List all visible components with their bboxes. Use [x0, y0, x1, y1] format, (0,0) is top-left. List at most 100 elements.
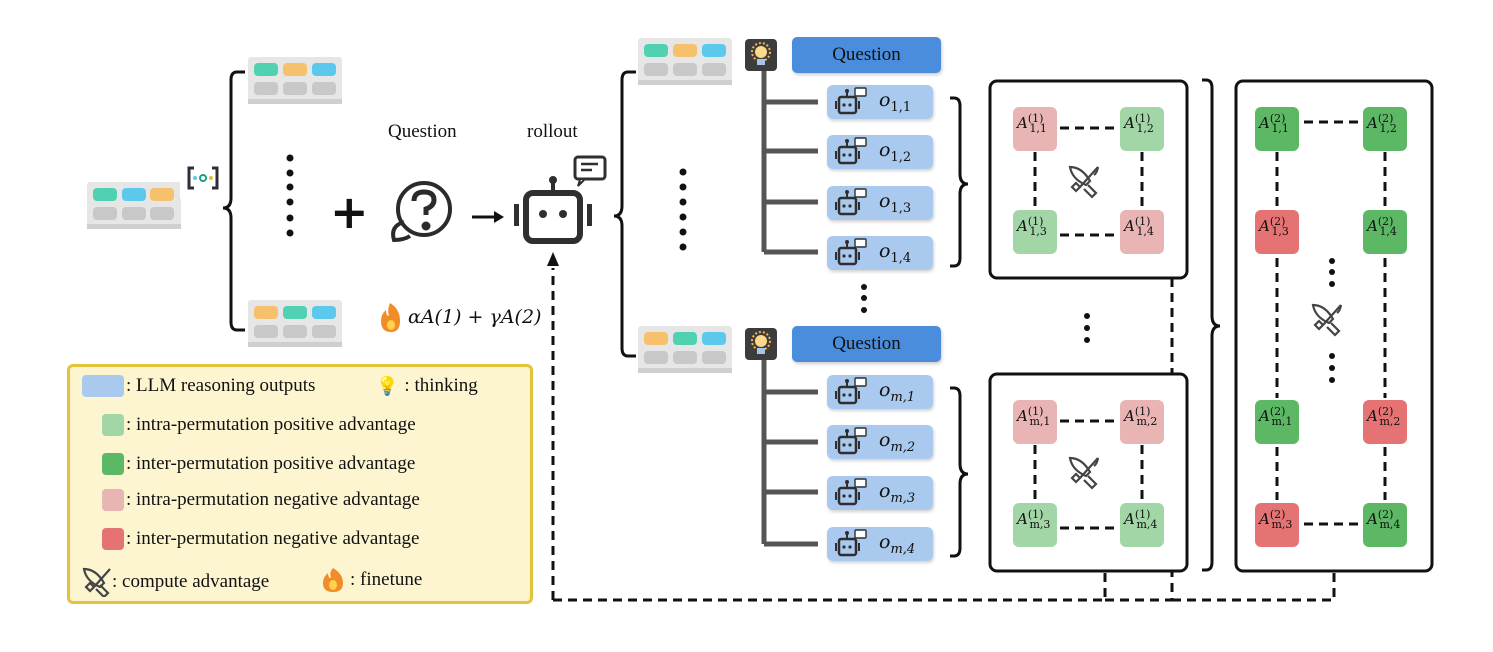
intra-advantage-tile: A(1)1,3 — [1013, 210, 1057, 254]
question-bubble-icon — [391, 181, 452, 243]
intra-advantage-tile: A(1)m,2 — [1120, 400, 1164, 444]
advantage-label: A(2)1,2 — [1367, 112, 1397, 135]
robot-icon — [514, 155, 607, 244]
ellipsis-dots-left — [286, 154, 294, 237]
advantage-label: A(2)m,4 — [1367, 508, 1401, 531]
permutation-brace — [222, 70, 245, 332]
groupm-permutation-block — [638, 326, 732, 373]
robot-icon — [835, 478, 867, 506]
robot-icon — [835, 529, 867, 557]
llm-output-box: om,2 — [827, 425, 933, 459]
robot-icon — [835, 427, 867, 455]
rollout-label: rollout — [527, 121, 578, 142]
inter-advantage-tile: A(2)m,1 — [1255, 400, 1299, 444]
inter-advantage-tile: A(2)1,3 — [1255, 210, 1299, 254]
robot-icon — [835, 87, 867, 115]
advantage-label: A(2)m,3 — [1259, 508, 1293, 531]
permutation-icon — [180, 155, 222, 199]
question-box-group1: Question — [792, 37, 941, 73]
legend-intra-negative: : intra-permutation negative advantage — [102, 489, 420, 511]
advantage-label: A(1)1,4 — [1124, 215, 1154, 238]
crossed-swords-icon — [1311, 303, 1343, 337]
advantage-label: A(1)m,3 — [1017, 508, 1051, 531]
robot-icon — [835, 137, 867, 165]
inter-advantage-box — [1234, 79, 1434, 573]
inter-advantage-tile: A(2)m,3 — [1255, 503, 1299, 547]
llm-output-box: o1,4 — [827, 236, 933, 270]
inter-advantage-tile: A(2)m,2 — [1363, 400, 1407, 444]
legend-thinking: 💡 : thinking — [376, 375, 478, 396]
finetune-formula: αA(1) + γA(2) — [408, 306, 542, 328]
intra-advantage-tile: A(1)1,4 — [1120, 210, 1164, 254]
robot-icon — [835, 188, 867, 216]
rollout-tree-groupm — [761, 360, 818, 547]
intra-advantage-tile: A(1)m,1 — [1013, 400, 1057, 444]
advantage-label: A(1)1,3 — [1017, 215, 1047, 238]
advantage-label: A(1)1,2 — [1124, 112, 1154, 135]
arrow-to-rollout — [472, 211, 504, 223]
permutation-block-top — [248, 57, 342, 104]
intra-advantage-tile: A(1)1,1 — [1013, 107, 1057, 151]
legend-inter-negative: : inter-permutation negative advantage — [102, 528, 419, 550]
output-label: o1,3 — [879, 190, 912, 216]
output-label: o1,1 — [879, 89, 912, 115]
permutation-block-bottom — [248, 300, 342, 347]
advantage-label: A(2)m,1 — [1259, 405, 1293, 428]
inter-advantage-tile: A(2)1,2 — [1363, 107, 1407, 151]
legend-llm-outputs: : LLM reasoning outputs — [82, 375, 315, 397]
advantage-label: A(2)m,2 — [1367, 405, 1401, 428]
llm-output-box: om,4 — [827, 527, 933, 561]
ellipsis-dots-middle — [679, 168, 1090, 343]
intra-advantage-box-groupm — [988, 372, 1189, 573]
intra-advantage-box-group1 — [988, 79, 1189, 280]
advantage-label: A(1)m,4 — [1124, 508, 1158, 531]
intra-advantage-tile: A(1)m,3 — [1013, 503, 1057, 547]
intra-group-brace — [1202, 78, 1221, 572]
advantage-label: A(2)1,4 — [1367, 215, 1397, 238]
robot-icon — [835, 238, 867, 266]
source-permutation-block — [87, 182, 181, 229]
rollout-brace — [613, 70, 636, 358]
robot-icon — [835, 377, 867, 405]
intra-advantage-tile: A(1)1,2 — [1120, 107, 1164, 151]
llm-output-swatch — [82, 375, 124, 397]
feedback-arrow — [547, 252, 559, 600]
legend-finetune: : finetune — [322, 567, 422, 593]
advantage-label: A(1)m,2 — [1124, 405, 1158, 428]
group1-permutation-block — [638, 38, 732, 85]
flame-icon — [381, 303, 400, 332]
output-label: o1,4 — [879, 240, 912, 266]
intra-advantage-tile: A(1)m,4 — [1120, 503, 1164, 547]
question-box-groupm: Question — [792, 326, 941, 362]
llm-output-box: om,3 — [827, 476, 933, 510]
output-label: om,3 — [879, 480, 916, 506]
inter-advantage-tile: A(2)1,4 — [1363, 210, 1407, 254]
output-label: om,1 — [879, 379, 916, 405]
llm-output-box: om,1 — [827, 375, 933, 409]
feedback-path — [553, 571, 1336, 602]
crossed-swords-icon — [82, 567, 111, 597]
output-label: o1,2 — [879, 139, 912, 165]
flame-icon — [323, 568, 343, 592]
legend-inter-positive: : inter-permutation positive advantage — [102, 453, 415, 475]
group1-output-brace — [950, 96, 969, 268]
lightbulb-icon: 💡 — [376, 375, 399, 396]
advantage-label: A(1)m,1 — [1017, 405, 1051, 428]
output-label: om,2 — [879, 429, 916, 455]
crossed-swords-icon — [1068, 456, 1100, 490]
inter-connectors — [1275, 120, 1387, 526]
legend-intra-positive: : intra-permutation positive advantage — [102, 414, 416, 436]
legend: : LLM reasoning outputs 💡 : thinking : i… — [67, 364, 533, 604]
llm-output-box: o1,1 — [827, 85, 933, 119]
inter-advantage-tile: A(2)1,1 — [1255, 107, 1299, 151]
ellipsis-dots-inter — [1329, 258, 1335, 383]
groupm-output-brace — [950, 386, 969, 558]
advantage-label: A(2)1,3 — [1259, 215, 1289, 238]
llm-output-box: o1,3 — [827, 186, 933, 220]
question-label: Question — [388, 121, 457, 142]
inter-advantage-tile: A(2)m,4 — [1363, 503, 1407, 547]
llm-output-box: o1,2 — [827, 135, 933, 169]
output-label: om,4 — [879, 531, 916, 557]
plus-sign: + — [330, 185, 369, 239]
